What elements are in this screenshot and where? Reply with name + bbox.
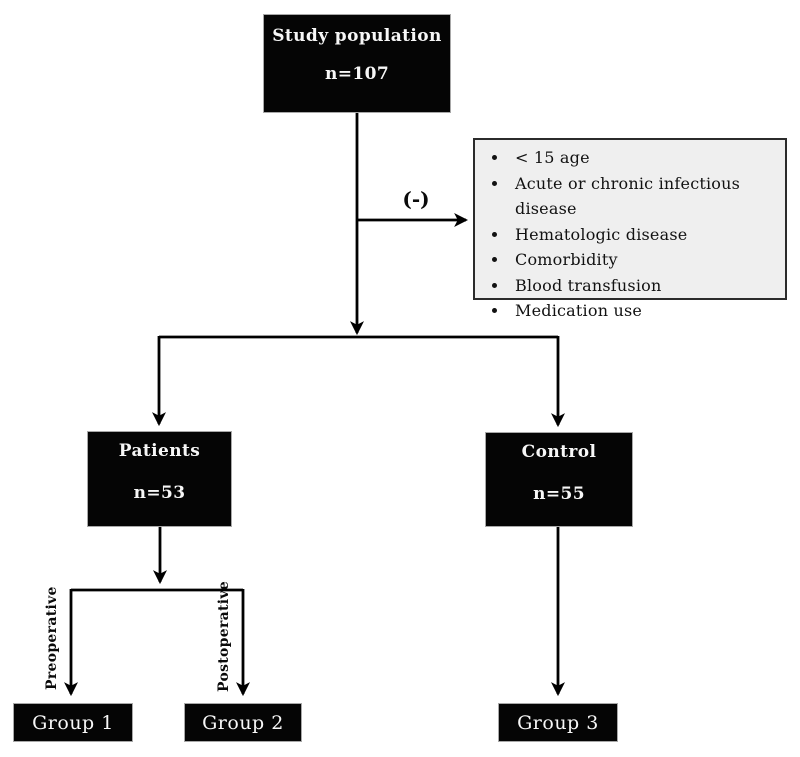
study-population-box: Study population n=107 — [263, 14, 451, 113]
patients-box: Patients n=53 — [87, 431, 232, 527]
exclusion-item-comorbidity: Comorbidity — [509, 247, 785, 273]
study-population-title: Study population — [272, 26, 442, 46]
group1-label: Group 1 — [32, 711, 114, 734]
exclusion-item-age: < 15 age — [509, 145, 785, 171]
exclusion-criteria-list: < 15 age Acute or chronic infectious dis… — [475, 145, 785, 324]
group2-box: Group 2 — [184, 703, 302, 742]
patients-title: Patients — [118, 441, 201, 461]
exclusion-item-blood-transfusion: Blood transfusion — [509, 273, 785, 299]
patients-count: n=53 — [133, 483, 186, 503]
control-count: n=55 — [533, 484, 585, 504]
control-title: Control — [521, 442, 597, 462]
group3-box: Group 3 — [498, 703, 618, 742]
postoperative-branch-label: Postoperative — [216, 580, 232, 692]
exclusion-arrow-label: (-) — [402, 187, 430, 211]
study-population-count: n=107 — [324, 64, 390, 84]
group2-label: Group 2 — [202, 711, 284, 734]
exclusion-item-infectious-disease: Acute or chronic infectious disease — [509, 171, 785, 222]
exclusion-item-hematologic-disease: Hematologic disease — [509, 222, 785, 248]
exclusion-criteria-box: < 15 age Acute or chronic infectious dis… — [473, 138, 787, 320]
preoperative-branch-label: Preoperative — [44, 586, 60, 690]
group1-box: Group 1 — [13, 703, 133, 742]
exclusion-item-medication-use: Medication use — [509, 298, 785, 324]
control-box: Control n=55 — [485, 432, 633, 527]
group3-label: Group 3 — [517, 711, 599, 734]
